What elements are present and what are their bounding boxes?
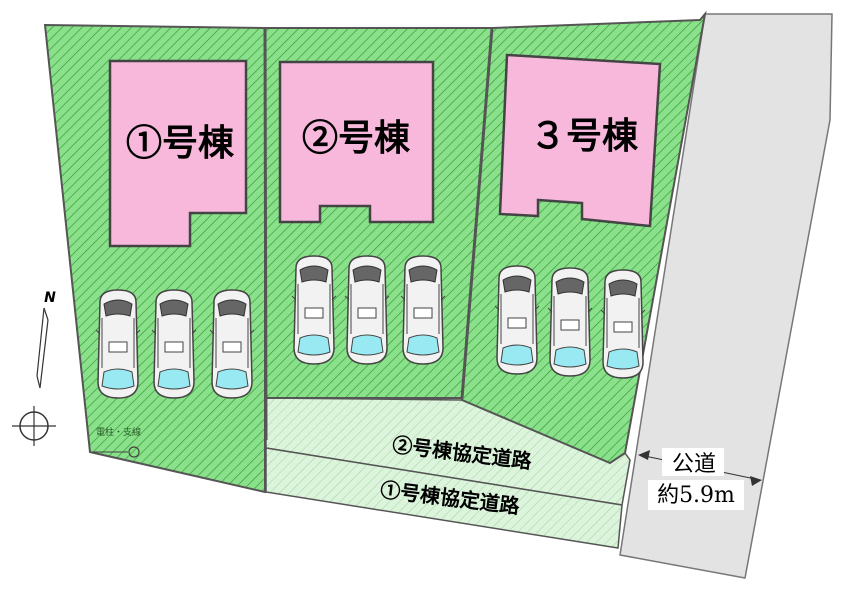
parking-car <box>400 255 446 365</box>
north-label: N <box>44 290 56 306</box>
public-road-width-annotation <box>638 448 762 510</box>
utility-pole-icon <box>128 446 140 458</box>
parking-car <box>151 289 197 399</box>
building-2-label: ②号棟 <box>302 117 411 159</box>
parking-car <box>95 289 141 399</box>
parking-car <box>600 269 646 379</box>
parking-car <box>494 265 540 375</box>
parking-car <box>344 255 390 365</box>
parking-car <box>209 289 255 399</box>
public-road <box>619 13 833 579</box>
building-3 <box>498 53 662 228</box>
building-1-label: ①号棟 <box>126 122 235 164</box>
building-2 <box>278 60 435 224</box>
building-3-label: ３号棟 <box>530 115 639 157</box>
parking-car <box>291 255 337 365</box>
building-1 <box>108 59 248 248</box>
parking-car <box>547 267 593 377</box>
north-arrow-icon <box>12 307 56 446</box>
public-road-width-label: 約5.9m <box>657 483 735 508</box>
utility-pole-label: 電柱・支線 <box>96 426 141 438</box>
public-road-label: 公道 <box>672 452 716 477</box>
